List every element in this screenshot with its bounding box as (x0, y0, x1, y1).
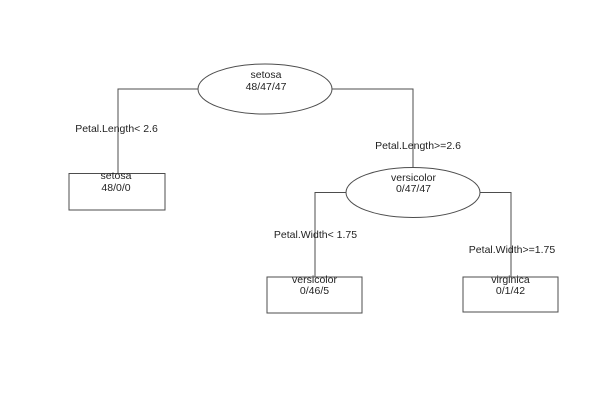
node-versicolor-label: versicolor 0/47/47 (391, 171, 436, 196)
leaf-virginica-label: virginica 0/1/42 (491, 273, 530, 298)
node-root-class: setosa (250, 69, 282, 81)
leaf-setosa-counts: 48/0/0 (101, 181, 131, 194)
branch-versicolor-left (314, 192, 346, 278)
leaf-virginica-class: virginica (491, 273, 530, 286)
leaf-versicolor-counts: 0/46/5 (299, 285, 330, 297)
split-label-petal-width-lt: Petal.Width< 1.75 (273, 228, 358, 241)
leaf-setosa-box (68, 173, 166, 211)
split-label-petal-length-ge: Petal.Length>=2.6 (375, 139, 461, 152)
node-versicolor-ellipse (345, 167, 481, 218)
leaf-versicolor-class: versicolor (292, 273, 337, 286)
split-label-petal-length-lt: Petal.Length< 2.6 (75, 123, 158, 135)
leaf-versicolor-box (266, 276, 363, 314)
node-root-label: setosa 48/47/47 (245, 69, 287, 93)
node-versicolor-counts: 0/47/47 (395, 183, 432, 195)
node-root-ellipse (197, 63, 333, 115)
node-root-counts: 48/47/47 (245, 80, 287, 93)
branch-root-right (332, 88, 414, 169)
branch-root-left (117, 88, 198, 175)
leaf-virginica-counts: 0/1/42 (495, 285, 526, 297)
leaf-virginica-box (462, 276, 559, 313)
split-label-petal-width-ge: Petal.Width>=1.75 (468, 243, 556, 256)
node-versicolor-class: versicolor (391, 171, 436, 184)
leaf-setosa-label: setosa 48/0/0 (100, 170, 132, 194)
leaf-versicolor-label: versicolor 0/46/5 (292, 273, 337, 298)
branch-versicolor-right (480, 192, 512, 278)
leaf-setosa-class: setosa (100, 170, 132, 182)
